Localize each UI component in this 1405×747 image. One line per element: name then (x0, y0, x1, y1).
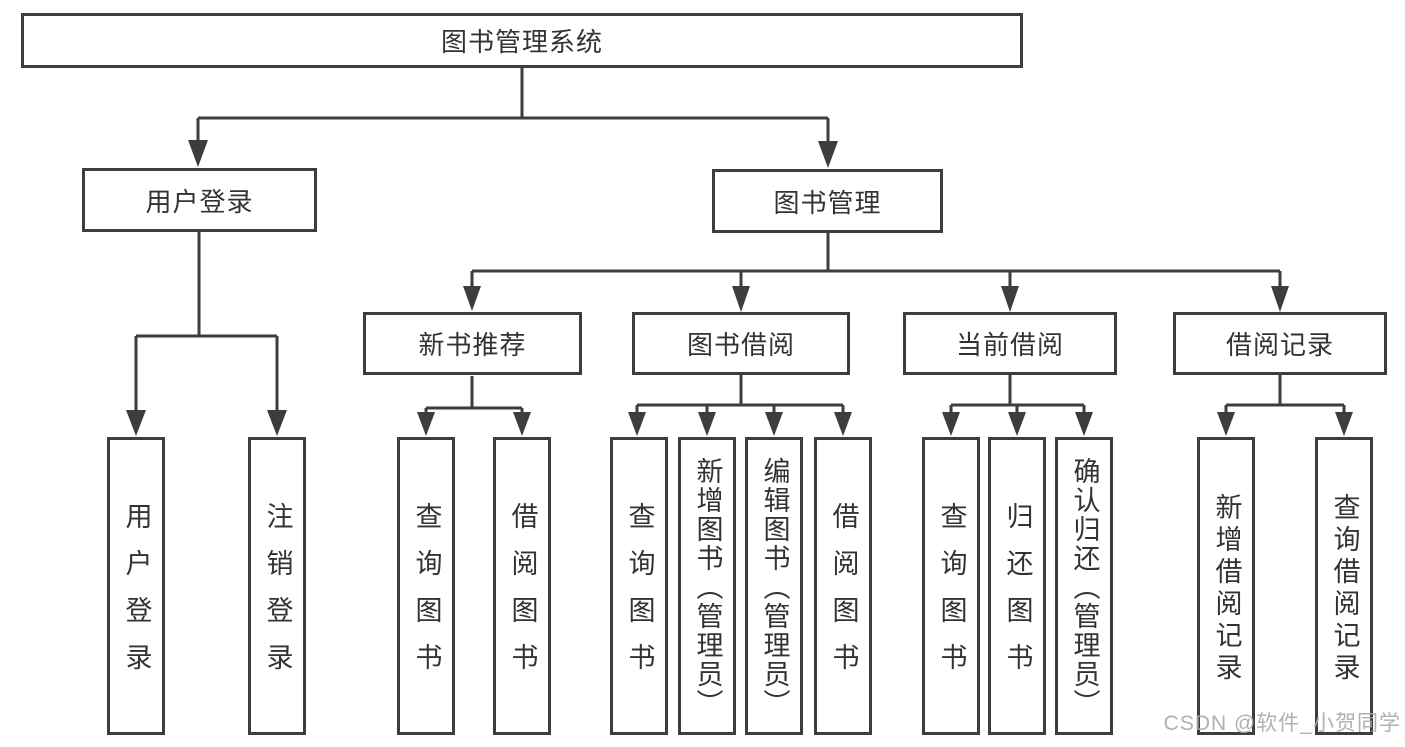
leaf-label: 编辑图书（管理员） (759, 456, 790, 718)
leaf-query-borrow-record: 查询借阅记录 (1315, 437, 1373, 735)
node-label: 用户登录 (145, 186, 254, 217)
connector-new-book-to-leaves (424, 376, 524, 414)
arrowhead (765, 412, 783, 436)
node-label: 图书管理系统 (440, 27, 603, 57)
node-label: 借阅记录 (1225, 330, 1334, 360)
node-library-management-system: 图书管理系统 (21, 13, 1023, 68)
leaf-label: 查询图书 (936, 502, 967, 690)
leaf-label: 用户登录 (121, 502, 152, 690)
leaf-edit-books-admin: 编辑图书（管理员） (745, 437, 803, 735)
connector-book-borrow-to-leaves (635, 374, 845, 414)
leaf-logout: 注销登录 (248, 437, 306, 735)
arrowhead (698, 412, 716, 436)
node-new-book-recommend: 新书推荐 (363, 312, 582, 375)
node-label: 当前借阅 (955, 330, 1064, 360)
leaf-label: 新增图书（管理员） (692, 456, 723, 718)
leaf-borrow-books: 借阅图书 (814, 437, 872, 735)
leaf-query-books-current: 查询图书 (922, 437, 980, 735)
leaf-user-login: 用户登录 (107, 437, 165, 735)
arrowhead (834, 412, 852, 436)
leaf-label: 查询图书 (411, 502, 442, 690)
arrowhead (513, 412, 531, 436)
node-book-borrowing: 图书借阅 (632, 312, 850, 375)
arrowhead (1001, 286, 1019, 312)
arrowhead (267, 410, 287, 436)
arrowhead (818, 141, 838, 168)
leaf-add-books-admin: 新增图书（管理员） (678, 437, 736, 735)
arrowhead (1075, 412, 1093, 436)
node-borrowing-records: 借阅记录 (1173, 312, 1387, 375)
node-label: 图书管理 (773, 187, 882, 218)
leaf-add-borrow-record: 新增借阅记录 (1197, 437, 1255, 735)
arrowhead (1335, 412, 1353, 436)
leaf-confirm-return-admin: 确认归还（管理员） (1055, 437, 1113, 735)
leaf-label: 查询借阅记录 (1329, 492, 1360, 685)
leaf-label: 查询图书 (624, 502, 655, 690)
leaf-return-books: 归还图书 (988, 437, 1046, 735)
arrowhead (188, 140, 208, 167)
arrowhead (1008, 412, 1026, 436)
leaf-query-books-recommend: 查询图书 (397, 437, 455, 735)
node-label: 新书推荐 (418, 330, 527, 360)
connector-user-login-to-leaves (134, 232, 279, 412)
leaf-label: 新增借阅记录 (1211, 492, 1242, 685)
arrowhead (126, 410, 146, 436)
node-book-management: 图书管理 (712, 169, 943, 233)
arrowhead (1271, 286, 1289, 312)
csdn-watermark: CSDN @软件_小贺同学 (1163, 712, 1401, 735)
leaf-label: 注销登录 (262, 502, 293, 690)
connector-book-mgmt-to-level3 (470, 233, 1282, 288)
arrowhead (417, 412, 435, 436)
arrowhead (1217, 412, 1235, 436)
leaf-borrow-books-recommend: 借阅图书 (493, 437, 551, 735)
connector-paths (134, 68, 1346, 414)
arrowhead (463, 286, 481, 311)
leaf-query-books-borrowing: 查询图书 (610, 437, 668, 735)
leaf-label: 归还图书 (1002, 502, 1033, 690)
connector-root-to-level2 (196, 68, 830, 143)
node-label: 图书借阅 (686, 330, 795, 360)
connector-borrow-records-to-leaves (1224, 375, 1346, 414)
connector-current-borrow-to-leaves (949, 375, 1086, 414)
arrowhead (732, 286, 750, 312)
leaf-label: 借阅图书 (507, 502, 538, 690)
leaf-label: 确认归还（管理员） (1069, 456, 1100, 718)
leaf-label: 借阅图书 (828, 502, 859, 690)
node-user-login: 用户登录 (82, 168, 317, 232)
arrowheads (126, 140, 1353, 436)
arrowhead (942, 412, 960, 436)
arrowhead (628, 412, 646, 436)
node-current-borrowing: 当前借阅 (903, 312, 1117, 375)
